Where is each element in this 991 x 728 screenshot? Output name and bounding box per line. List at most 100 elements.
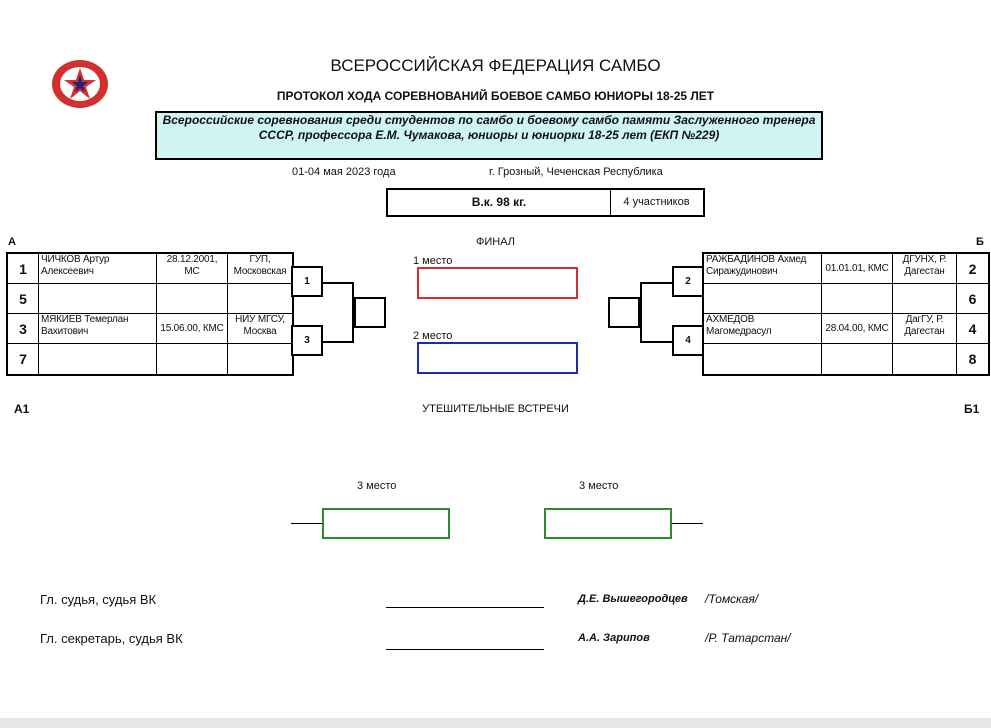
event-title-line1: Всероссийские соревнования среди студент… xyxy=(162,113,816,127)
pool-b-row1-number: 2 xyxy=(957,254,988,284)
chief-secretary-signature-line xyxy=(386,649,544,650)
sambo-federation-logo-icon xyxy=(52,60,108,108)
pool-b-row2-number: 6 xyxy=(957,284,988,314)
pool-a-row1-org: ГУП, Московская xyxy=(228,254,292,284)
pool-b-row1-surname: РАЖБАДИНОВ Ахмед xyxy=(706,254,807,265)
second-place-label: 2 место xyxy=(413,330,453,342)
third-place-a-line xyxy=(291,523,322,524)
pool-a-row4-info xyxy=(157,344,228,374)
pool-a-row1-rank: МС xyxy=(184,266,200,277)
pool-a-row3-info: 15.06.00, КМС xyxy=(157,314,228,344)
third-place-label-a: 3 место xyxy=(357,480,397,492)
pool-a-row3-surname: МЯКИЕВ Темерлан xyxy=(41,314,129,325)
pool-a-bracket-line-bottom xyxy=(323,341,353,343)
chief-judge-signature-line xyxy=(386,607,544,608)
event-title-box: Всероссийские соревнования среди студент… xyxy=(155,111,823,160)
pool-b-row3-org: ДагГУ, Р. Дагестан xyxy=(893,314,957,344)
pool-a-row3-org-line2: Москва xyxy=(243,326,277,337)
chief-judge-region: /Томская/ xyxy=(705,592,759,606)
pool-a-winner-box xyxy=(354,297,386,328)
pool-b-row3-org-line2: Дагестан xyxy=(904,326,945,337)
third-place-box-a xyxy=(322,508,450,539)
group-b-label: Б xyxy=(976,236,984,248)
pool-a-row1-birthdate: 28.12.2001, xyxy=(166,254,218,265)
group-b1-label: Б1 xyxy=(964,402,980,416)
pool-b-row2-org xyxy=(893,284,957,314)
third-place-b-line xyxy=(672,523,703,524)
group-a-label: А xyxy=(8,236,16,248)
pool-b-bracket-line-vertical xyxy=(640,282,642,343)
pool-a-bracket-line-vertical xyxy=(352,282,354,343)
pool-a-row3-number: 3 xyxy=(8,314,39,344)
pool-b-row4-name xyxy=(704,344,822,374)
pool-b-match-box-4: 4 xyxy=(672,325,704,356)
chief-judge-role: Гл. судья, судья ВК xyxy=(40,592,157,607)
event-date: 01-04 мая 2023 года xyxy=(292,166,396,178)
pool-a-row1-org-line1: ГУП, xyxy=(249,254,271,265)
pool-a-bracket-line-top xyxy=(323,282,353,284)
pool-a-row2-info xyxy=(157,284,228,314)
pool-b-bracket-line-bottom xyxy=(640,341,673,343)
event-title-line2: СССР, профессора Е.М. Чумакова, юниоры и… xyxy=(258,128,720,142)
first-place-label: 1 место xyxy=(413,255,453,267)
pool-a-row1-name: ЧИЧКОВ Артур Алексеевич xyxy=(39,254,157,284)
pool-a-row3-org-line1: НИУ МГСУ, xyxy=(235,314,285,325)
chief-secretary-region: /Р. Татарстан/ xyxy=(705,631,791,645)
pool-b-row1-org-line2: Дагестан xyxy=(904,266,945,277)
pool-a-match-box-3: 3 xyxy=(291,325,323,356)
third-place-label-b: 3 место xyxy=(579,480,619,492)
pool-b-row4-number: 8 xyxy=(968,351,977,367)
pool-a-row3-name: МЯКИЕВ Темерлан Вахитович xyxy=(39,314,157,344)
pool-a-row1-surname: ЧИЧКОВ Артур xyxy=(41,254,110,265)
chief-judge-name: Д.Е. Вышегородцев xyxy=(578,593,688,605)
pool-b-row2-info xyxy=(822,284,893,314)
weight-class: В.к. 98 кг. xyxy=(388,190,611,215)
pool-a-row1-org-line2: Московская xyxy=(233,266,287,277)
pool-b-row4-info xyxy=(822,344,893,374)
first-place-box xyxy=(417,267,578,299)
final-label: ФИНАЛ xyxy=(475,236,515,248)
pool-b-row3-name: АХМЕДОВ Магомедрасул xyxy=(704,314,822,344)
pool-a-row2-name xyxy=(39,284,157,314)
third-place-box-b xyxy=(544,508,672,539)
protocol-title: ПРОТОКОЛ ХОДА СОРЕВНОВАНИЙ БОЕВОЕ САМБО … xyxy=(276,89,715,103)
participant-count: 4 участников xyxy=(623,196,690,208)
chief-secretary-name: А.А. Зарипов xyxy=(578,632,650,644)
pool-a-row1-patronymic: Алексеевич xyxy=(41,266,94,277)
pool-b-row1-patronymic: Сиражудинович xyxy=(706,266,778,277)
pool-a-row4-number: 7 xyxy=(8,344,39,374)
event-place: г. Грозный, Чеченская Республика xyxy=(489,166,663,178)
pool-a-row1-number: 1 xyxy=(8,254,39,284)
weight-class-box: В.к. 98 кг. 4 участников xyxy=(386,188,705,217)
pool-a-row2-number: 5 xyxy=(8,284,39,314)
page-bottom-edge xyxy=(0,718,991,728)
pool-b-row3-surname: АХМЕДОВ xyxy=(706,314,755,325)
pool-b-row3-patronymic: Магомедрасул xyxy=(706,326,772,337)
pool-b-row4-org xyxy=(893,344,957,374)
pool-a-match-box-1: 1 xyxy=(291,266,323,297)
pool-b-match-box-2: 2 xyxy=(672,266,704,297)
pool-a-row1-info: 28.12.2001, МС xyxy=(157,254,228,284)
pool-b-row1-name: РАЖБАДИНОВ Ахмед Сиражудинович xyxy=(704,254,822,284)
pool-a-table: 1 ЧИЧКОВ Артур Алексеевич 28.12.2001, МС… xyxy=(6,252,294,376)
second-place-box xyxy=(417,342,578,374)
pool-a-row3-org: НИУ МГСУ, Москва xyxy=(228,314,292,344)
chief-secretary-role: Гл. секретарь, судья ВК xyxy=(40,631,183,646)
federation-title: ВСЕРОССИЙСКАЯ ФЕДЕРАЦИЯ САМБО xyxy=(330,56,661,75)
consolation-label: УТЕШИТЕЛЬНЫЕ ВСТРЕЧИ xyxy=(422,403,569,415)
pool-a-row2-org xyxy=(228,284,292,314)
pool-b-row3-info: 28.04.00, КМС xyxy=(822,314,893,344)
pool-b-row1-org-line1: ДГУНХ, Р. xyxy=(902,254,947,265)
pool-b-winner-box xyxy=(608,297,640,328)
pool-b-row3-number: 4 xyxy=(957,314,988,344)
pool-b-row1-info: 01.01.01, КМС xyxy=(822,254,893,284)
pool-b-row1-org: ДГУНХ, Р. Дагестан xyxy=(893,254,957,284)
pool-b-bracket-line-top xyxy=(640,282,673,284)
pool-a-row4-name xyxy=(39,344,157,374)
pool-a-row4-org xyxy=(228,344,292,374)
pool-b-row2-name xyxy=(704,284,822,314)
group-a1-label: А1 xyxy=(14,402,30,416)
pool-b-row3-org-line1: ДагГУ, Р. xyxy=(905,314,944,325)
pool-a-row3-patronymic: Вахитович xyxy=(41,326,89,337)
pool-b-table: РАЖБАДИНОВ Ахмед Сиражудинович 01.01.01,… xyxy=(702,252,990,376)
